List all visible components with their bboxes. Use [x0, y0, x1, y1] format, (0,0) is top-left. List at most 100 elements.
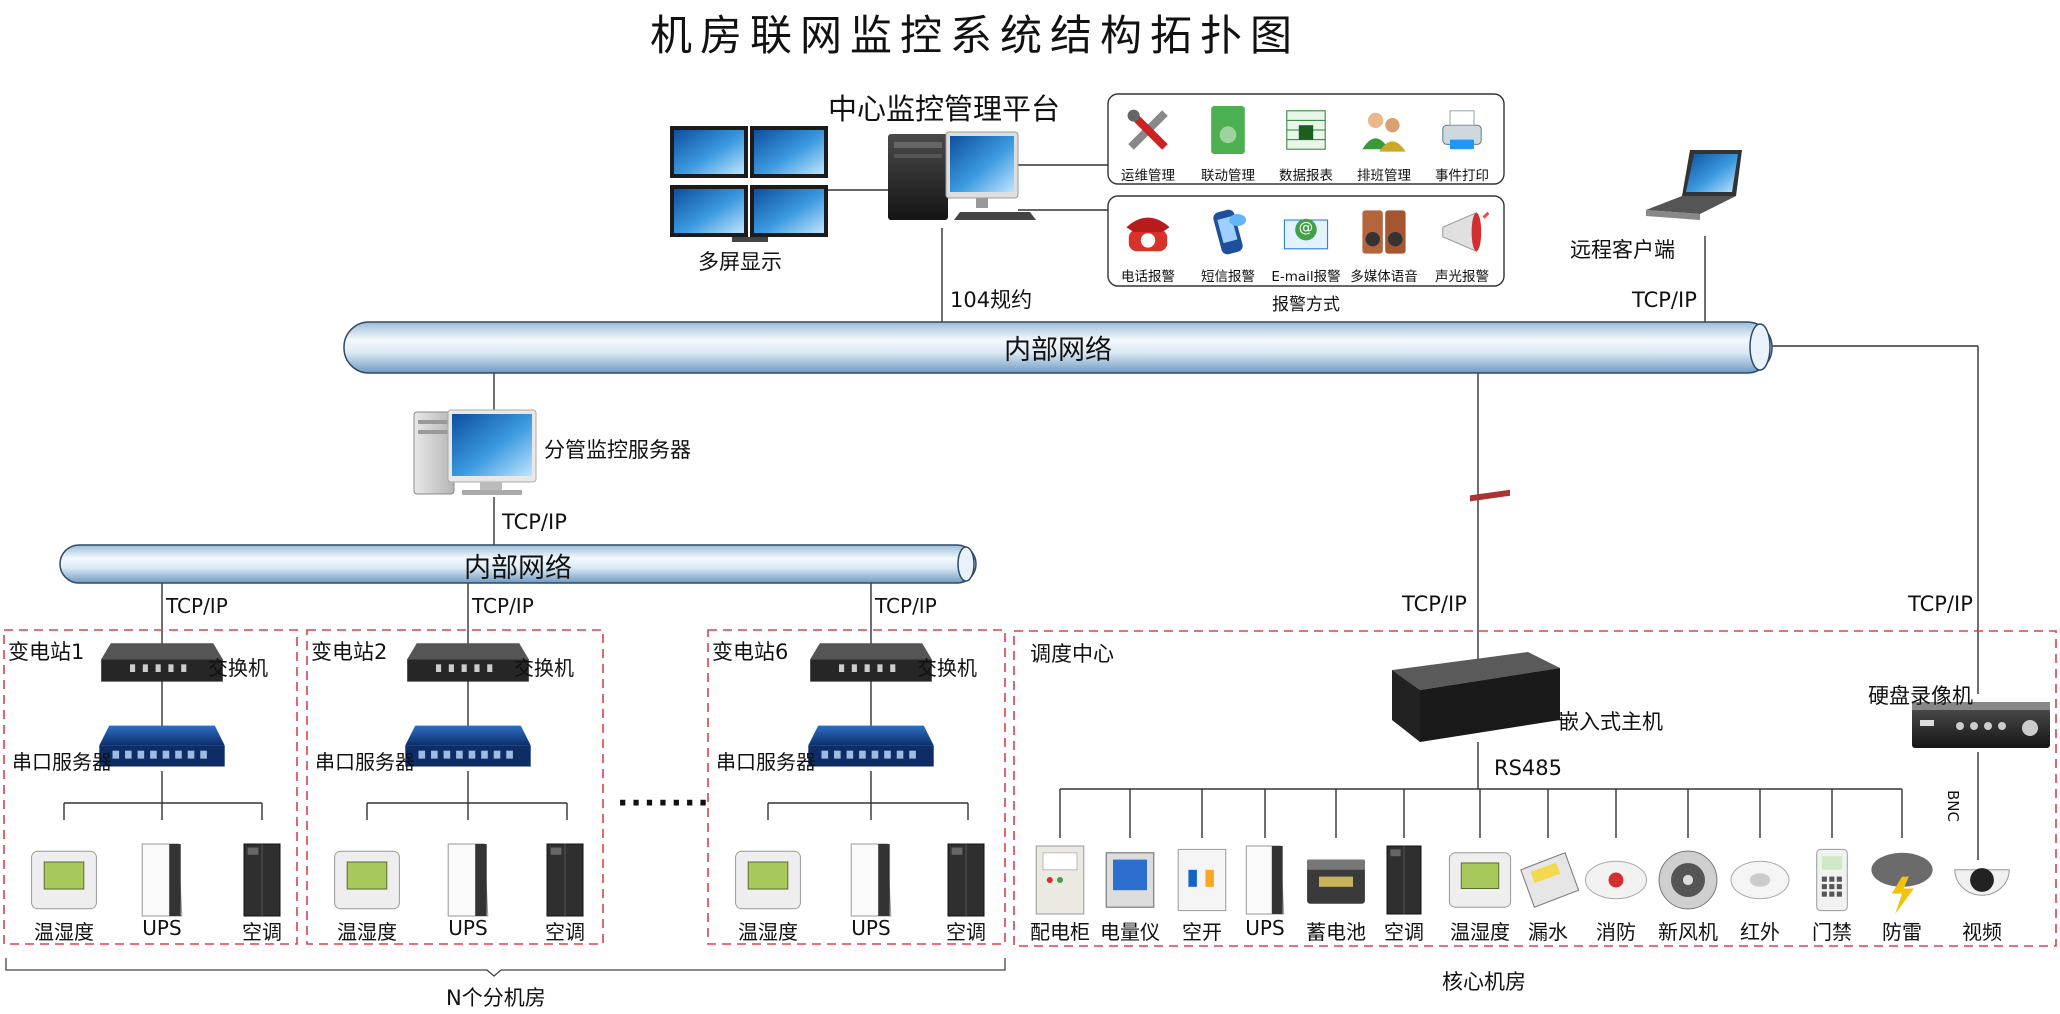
diagram-title: 机房联网监控系统结构拓扑图 [650, 11, 1301, 60]
alarm-label-3: E-mail报警 [1271, 269, 1341, 285]
ups-icon [850, 843, 892, 917]
substation-1-device-3: 空调 [242, 920, 282, 944]
substation-3-device-3: 空调 [946, 920, 986, 944]
function-label-4: 排班管理 [1357, 168, 1411, 184]
laptop-icon [1646, 150, 1742, 220]
switch-icon [407, 643, 529, 682]
dispatch-device-10: 新风机 [1658, 920, 1718, 944]
substation-name-2: 变电站2 [311, 640, 388, 664]
function-label-3: 数据报表 [1279, 168, 1333, 184]
dispatch-center-label: 调度中心 [1030, 642, 1114, 666]
switch-icon [810, 643, 932, 682]
substation-2-device-2: UPS [448, 916, 488, 940]
distribution-cabinet-icon [1035, 845, 1085, 915]
water-leak-sensor-icon [1520, 852, 1580, 908]
temp-humidity-sensor-icon [735, 850, 801, 910]
printer-icon [1442, 110, 1482, 150]
substation-devices [31, 843, 985, 917]
power-meter-icon [1105, 852, 1155, 908]
function-label-1: 运维管理 [1121, 168, 1175, 184]
temp-humidity-sensor-icon [31, 850, 97, 910]
alarm-label-4: 多媒体语音 [1350, 269, 1418, 285]
group-frames [3, 629, 2057, 947]
substation-2-device-3: 空调 [545, 920, 585, 944]
branch-server-protocol-label: TCP/IP [502, 510, 567, 534]
substation-3-device-2: UPS [851, 916, 891, 940]
dispatch-device-4: UPS [1245, 916, 1285, 940]
central-workstation [888, 131, 1036, 220]
serial-server-label-2: 串口服务器 [315, 750, 415, 774]
main-network-label: 内部网络 [1004, 335, 1112, 366]
n-rooms-label: N个分机房 [446, 986, 546, 1010]
central-platform-label: 中心监控管理平台 [828, 92, 1061, 126]
remote-client-label: 远程客户端 [1570, 238, 1675, 262]
people-icon [1362, 112, 1406, 152]
multi-screen-display [670, 126, 828, 242]
function-label-2: 联动管理 [1201, 168, 1255, 184]
temp-humidity-sensor-icon [1448, 852, 1512, 908]
switch-label-2: 交换机 [514, 656, 574, 680]
substation-name-3: 变电站6 [712, 640, 789, 664]
smoke-detector-icon [1584, 860, 1648, 900]
lightning-protection-icon [1871, 852, 1933, 914]
substation-2-frame [306, 629, 604, 945]
dispatch-device-9: 消防 [1596, 920, 1636, 944]
alarms-caption: 报警方式 [1272, 295, 1340, 315]
spreadsheet-icon [1286, 110, 1326, 150]
substation-3-device-1: 温湿度 [738, 920, 798, 944]
alarm-icons: @ [1126, 209, 1490, 255]
dispatch-device-2: 电量仪 [1100, 920, 1160, 944]
telephone-icon [1126, 217, 1170, 252]
multiscreen-label: 多屏显示 [698, 250, 782, 274]
dvr-label: 硬盘录像机 [1868, 684, 1973, 708]
alarm-label-2: 短信报警 [1201, 269, 1255, 285]
email-icon: @ [1283, 218, 1329, 250]
dispatch-device-3: 空开 [1182, 920, 1222, 944]
n-rooms-brace [5, 958, 1006, 977]
switch-icon [101, 643, 223, 682]
dispatch-device-11: 红外 [1740, 920, 1780, 944]
alarm-label-1: 电话报警 [1121, 269, 1175, 285]
branch-server-label: 分管监控服务器 [544, 438, 691, 462]
substation-1-device-1: 温湿度 [34, 920, 94, 944]
substation-1-device-2: UPS [142, 916, 182, 940]
sms-phone-icon [1213, 209, 1246, 255]
embedded-host [1392, 489, 1560, 742]
air-conditioner-icon [1386, 845, 1422, 915]
dispatch-frame [1013, 630, 2057, 947]
serial-server-label-3: 串口服务器 [716, 750, 816, 774]
infrared-sensor-icon [1730, 860, 1790, 900]
ellipsis: ······· [617, 786, 711, 821]
embedded-host-label: 嵌入式主机 [1558, 710, 1663, 734]
dispatch-device-5: 蓄电池 [1306, 920, 1366, 944]
serial-server-icon [99, 725, 225, 767]
ups-icon [141, 843, 183, 917]
substation-equipment [99, 643, 934, 767]
dispatch-device-7: 温湿度 [1450, 920, 1510, 944]
ups-icon [1245, 845, 1285, 915]
protocol-104-label: 104规约 [950, 288, 1033, 312]
dvr-recorder [1912, 702, 2050, 748]
remote-protocol-label: TCP/IP [1632, 288, 1697, 312]
dispatch-device-1: 配电柜 [1030, 920, 1090, 944]
air-conditioner-icon [947, 843, 985, 917]
megaphone-icon [1442, 211, 1490, 252]
rs485-label: RS485 [1494, 756, 1563, 780]
ups-icon [447, 843, 489, 917]
main-network-pipe [343, 321, 1773, 374]
sub-network-label: 内部网络 [464, 553, 572, 584]
dispatch-device-12: 门禁 [1812, 920, 1852, 944]
substation-6-frame [707, 629, 1006, 945]
alarm-label-5: 声光报警 [1435, 269, 1489, 285]
serial-server-label-1: 串口服务器 [12, 750, 112, 774]
core-room-label: 核心机房 [1442, 970, 1526, 994]
serial-server-icon [808, 725, 934, 767]
svg-text:@: @ [1299, 220, 1313, 236]
bus-drop-lines [1059, 789, 1903, 838]
dispatch-devices [1035, 845, 2010, 915]
video-camera-icon [1954, 868, 2010, 896]
branch-server-computer [413, 409, 537, 495]
speaker-icon [1362, 210, 1406, 254]
switch-label-3: 交换机 [917, 656, 977, 680]
